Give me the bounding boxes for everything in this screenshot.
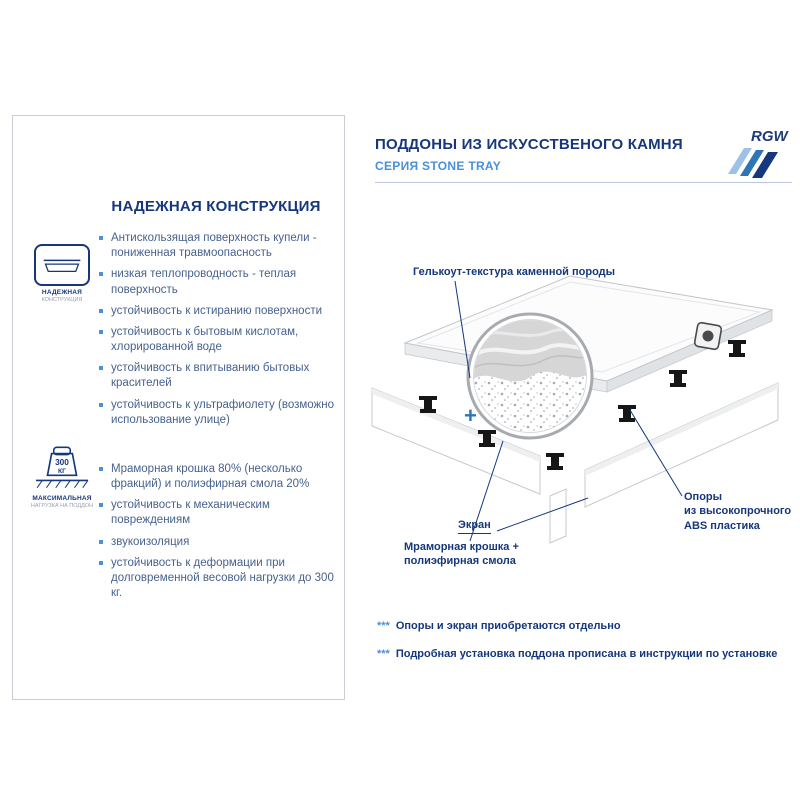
list-item: устойчивость к истиранию поверхности bbox=[97, 304, 335, 319]
list-item: звукоизоляция bbox=[97, 535, 335, 550]
footnote-stars: *** bbox=[377, 620, 390, 632]
gelcoat-label: Гелькоут-текстура каменной породы bbox=[413, 266, 616, 278]
badge-max-load: 300 КГ МАКСИМАЛЬНАЯ НАГРУЗКА НА ПОДДОН bbox=[29, 442, 95, 509]
rgw-logo: RGW bbox=[724, 124, 792, 180]
badge-label-bottom: НАГРУЗКА НА ПОДДОН bbox=[30, 503, 94, 509]
badge-label-top: НАДЕЖНАЯ bbox=[41, 289, 83, 296]
supports-leader-line bbox=[629, 409, 683, 497]
drain-icon bbox=[693, 321, 723, 351]
panel-heading: НАДЕЖНАЯ КОНСТРУКЦИЯ bbox=[111, 198, 321, 215]
plus-sign: + bbox=[464, 403, 477, 428]
gelcoat-leader-line bbox=[454, 280, 471, 379]
marble-leader-line bbox=[469, 440, 504, 542]
page-subtitle: СЕРИЯ STONE TRAY bbox=[375, 159, 502, 173]
list-item: устойчивость к механическим повреждениям bbox=[97, 498, 335, 528]
list-item: устойчивость к впитыванию бытовых красит… bbox=[97, 361, 335, 391]
badge-reliable-construction: НАДЕЖНАЯ КОНСТРУКЦИЯ bbox=[29, 244, 95, 303]
list-item: Мраморная крошка 80% (несколько фракций)… bbox=[97, 462, 335, 492]
footnote-text: Подробная установка поддона прописана в … bbox=[395, 648, 778, 660]
svg-text:КГ: КГ bbox=[58, 468, 66, 475]
list-item: низкая теплопроводность - теплая поверхн… bbox=[97, 267, 335, 297]
badge-label-top: МАКСИМАЛЬНАЯ bbox=[32, 495, 92, 502]
page-title: ПОДДОНЫ ИЗ ИСКУССТВЕНОГО КАМНЯ bbox=[375, 136, 683, 153]
weight-drawing: 300 КГ bbox=[36, 446, 89, 489]
badge-label-bottom: КОНСТРУКЦИЯ bbox=[41, 297, 83, 303]
screen-panels bbox=[371, 382, 779, 544]
footnote-1: *** Опоры и экран приобретаются отдельно bbox=[377, 620, 621, 632]
list-item: устойчивость к ультрафиолету (возможно и… bbox=[97, 398, 335, 428]
list-item: устойчивость к деформации при долговреме… bbox=[97, 556, 335, 602]
screen-leader-line bbox=[496, 497, 589, 532]
supports-label: Опоры из высокопрочного ABS пластика bbox=[684, 491, 792, 532]
magnifier-circle bbox=[466, 312, 594, 440]
feature-list-1: Антискользящая поверхность купели - пони… bbox=[97, 231, 335, 428]
svg-text:RGW: RGW bbox=[751, 128, 790, 145]
footnote-text: Опоры и экран приобретаются отдельно bbox=[395, 620, 621, 632]
footnote-2: *** Подробная установка поддона прописана… bbox=[377, 648, 777, 660]
features-card: НАДЕЖНАЯ КОНСТРУКЦИЯ 300 КГ МАКСИМАЛЬНАЯ… bbox=[12, 115, 345, 700]
support-feet bbox=[419, 340, 746, 470]
screen-label: Экран bbox=[458, 518, 491, 535]
weight-icon: 300 КГ bbox=[33, 442, 91, 492]
footnote-stars: *** bbox=[377, 648, 390, 660]
list-item: устойчивость к бытовым кислотам, хлориро… bbox=[97, 325, 335, 355]
list-item: Антискользящая поверхность купели - пони… bbox=[97, 231, 335, 261]
leader-lines bbox=[454, 280, 683, 542]
marble-label: Мраморная крошка + полиэфирная смола bbox=[404, 541, 519, 568]
features-content: НАДЕЖНАЯ КОНСТРУКЦИЯ Антискользящая пове… bbox=[97, 198, 335, 607]
tray-diagram: + bbox=[371, 275, 779, 544]
header-divider bbox=[375, 182, 792, 183]
tray-profile-icon bbox=[34, 244, 90, 286]
rgw-logo-graphic: RGW bbox=[728, 128, 790, 178]
tray-profile-drawing bbox=[43, 259, 81, 273]
feature-list-2: Мраморная крошка 80% (несколько фракций)… bbox=[97, 462, 335, 601]
svg-text:300: 300 bbox=[55, 457, 69, 467]
